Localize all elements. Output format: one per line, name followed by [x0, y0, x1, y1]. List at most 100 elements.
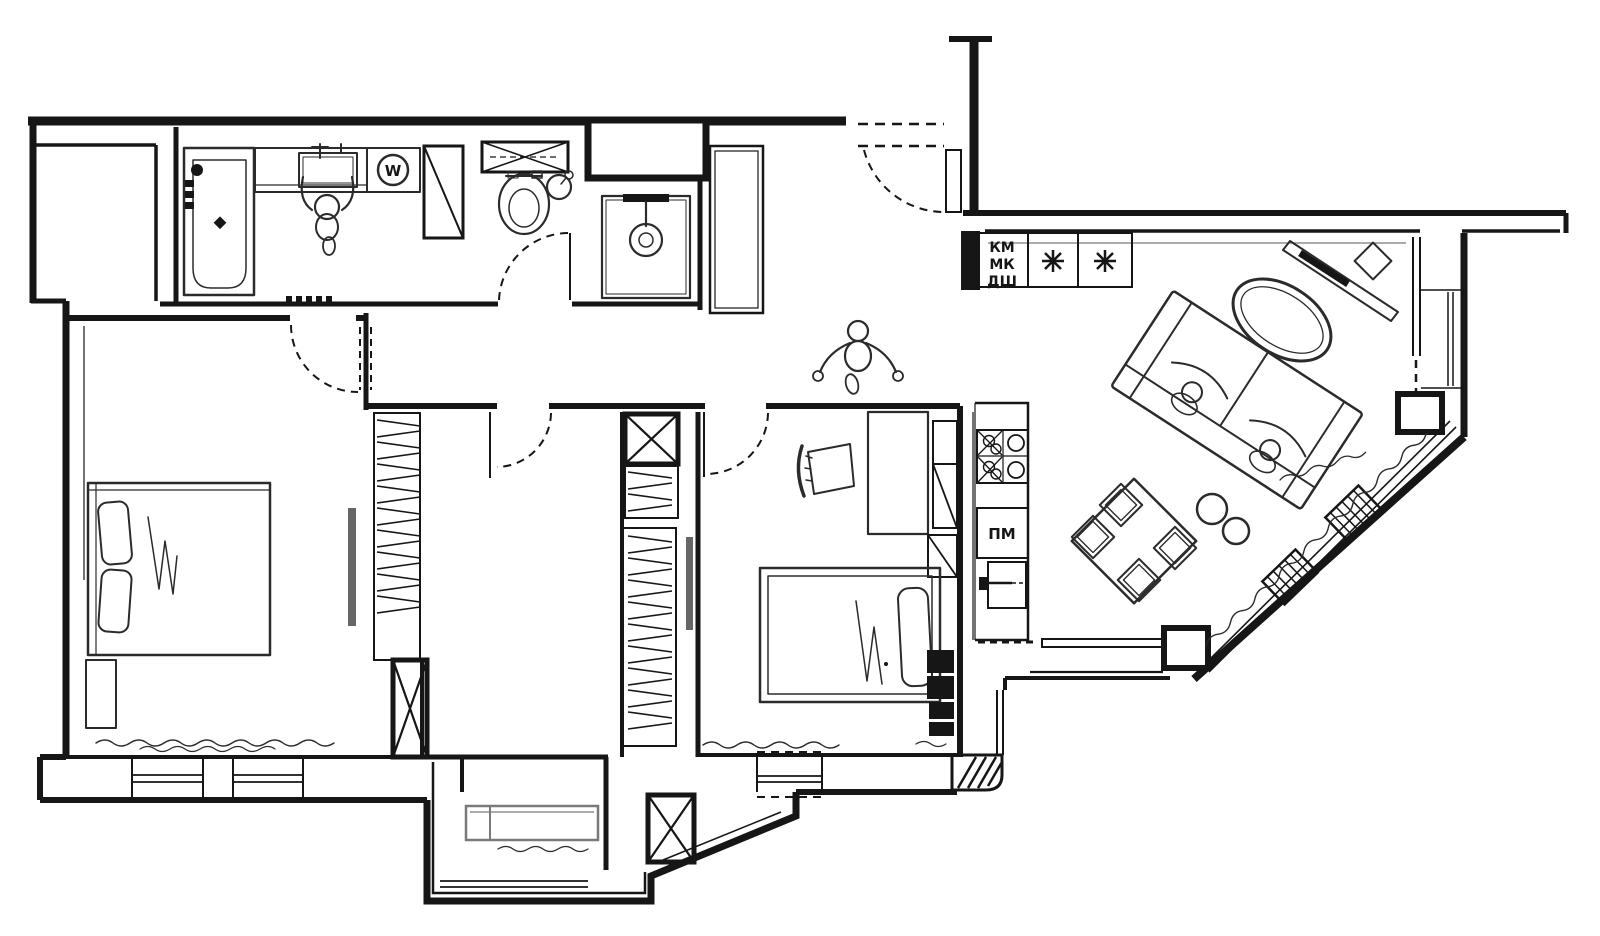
outer-walls [28, 36, 1569, 905]
seated-person [1248, 419, 1307, 474]
bathroom: W [182, 140, 692, 302]
sliding-door-bar [348, 508, 356, 626]
wardrobe-mid-tall [622, 527, 677, 747]
entry-opening [858, 122, 944, 148]
loggia-window [1421, 289, 1462, 389]
diagonal-glass [1202, 420, 1457, 673]
doors [290, 122, 962, 478]
dining-table [1070, 477, 1198, 605]
vanity-faucet-icon [311, 143, 342, 159]
entry-door-leaf [945, 149, 962, 213]
curtain-squiggle [95, 739, 335, 753]
small-basin [545, 170, 574, 201]
hanger-hatch [376, 419, 421, 614]
shower [600, 194, 692, 300]
entry-door-swing [863, 149, 945, 213]
curtain-squiggle [702, 741, 840, 749]
desk-chair [796, 443, 855, 498]
dining-chair [1116, 557, 1162, 603]
bed [86, 481, 272, 657]
kitchen-window-sill [1041, 638, 1163, 648]
person-arms [300, 175, 355, 212]
void-partition [33, 143, 158, 301]
nightstand [85, 659, 117, 729]
dishwasher-box [976, 507, 1029, 559]
bay-diagonal-glass [662, 811, 787, 867]
toilet [480, 140, 570, 236]
person-head [846, 319, 870, 343]
duct-box [584, 116, 710, 182]
bed [758, 566, 942, 704]
person-arms [818, 341, 898, 374]
pouf [1195, 492, 1229, 526]
hob [976, 429, 1029, 484]
masonry-pier [950, 753, 1004, 792]
blanket-mark [855, 600, 883, 685]
person-head [313, 193, 341, 221]
washer-label: W [385, 162, 402, 180]
drawer-chest [927, 650, 954, 736]
shower-bar [623, 194, 669, 202]
appliance-column: КМ МК ДШ [978, 232, 1133, 290]
vanity [254, 143, 368, 193]
wardrobes [348, 412, 693, 747]
tv-icon [1298, 250, 1350, 287]
bedroom1-windows [132, 774, 303, 783]
sofa-group [1111, 290, 1363, 510]
appliance-label-dsh: ДШ [987, 274, 1017, 290]
bedroom2-door-swing [706, 412, 769, 475]
tall-cabinet [927, 534, 958, 578]
tall-cabinet [932, 463, 958, 529]
desk [866, 410, 930, 536]
washing-machine: W [366, 147, 421, 193]
tub-faucet-icon [191, 164, 203, 176]
pillow [97, 568, 133, 634]
blanket-mark [147, 516, 178, 595]
dishwasher-label: ПМ [988, 525, 1015, 543]
seated-person [1170, 361, 1229, 416]
column-a [1161, 625, 1211, 671]
pillow [97, 500, 133, 566]
kitchen-wall-chunk [961, 231, 980, 290]
coffee-table [1231, 277, 1333, 363]
cistern [480, 140, 570, 174]
shower-head-icon [628, 222, 664, 258]
wardrobe-left [373, 412, 421, 661]
sliding-door-bar [686, 537, 693, 630]
vanity-person [300, 175, 355, 256]
toilet-bowl-icon [497, 172, 551, 236]
hanger-hatch [627, 535, 673, 730]
appliance-label-mk: МК [989, 257, 1015, 273]
radiator [1323, 483, 1383, 543]
bedroom1-door-swing [290, 324, 359, 393]
towel-rail-dashes [286, 296, 332, 302]
column-b [1395, 391, 1445, 435]
bedroom1-door-leaf [359, 327, 372, 390]
bay-window-glass [440, 880, 588, 888]
living-glass-wall [1412, 237, 1421, 356]
oven-asterisk-icon [1094, 250, 1116, 272]
midroom-bay [418, 754, 608, 853]
bedroom1 [85, 481, 335, 753]
pillow [897, 586, 933, 688]
hall-closet [708, 144, 765, 315]
bathtub [182, 146, 256, 297]
washer-drum-icon [376, 153, 410, 187]
shaft-x-box-middle [622, 411, 681, 467]
living-dining [1070, 240, 1427, 647]
pouf [1221, 516, 1251, 546]
bedroom2-window [757, 775, 822, 783]
midroom-door-swing [496, 412, 552, 468]
bay-outer [423, 792, 800, 905]
tv-console [1282, 240, 1399, 322]
kitchen-sink [979, 561, 1027, 609]
kitchen-corner-glass [996, 690, 1004, 755]
radiator [1260, 547, 1320, 607]
tall-cabinet [932, 420, 958, 465]
faucet-knob [979, 577, 988, 590]
drain-icon [213, 216, 227, 230]
appliance-label-km: КМ [989, 240, 1014, 256]
hall-person [812, 319, 904, 395]
